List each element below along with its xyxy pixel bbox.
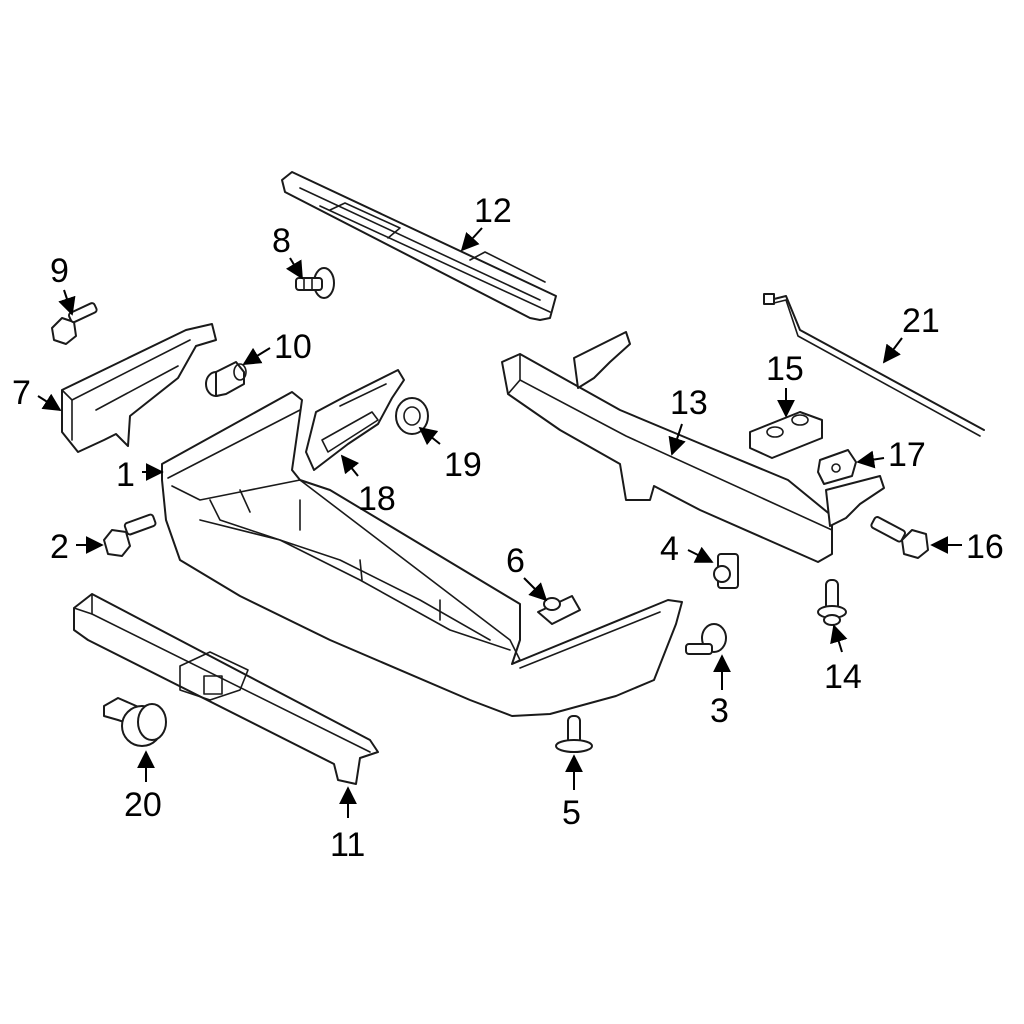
callout-8: 8 xyxy=(272,222,291,260)
callout-19: 19 xyxy=(444,446,482,484)
leader-10 xyxy=(242,347,271,365)
part-4-nut xyxy=(713,553,739,589)
callout-9: 9 xyxy=(50,252,69,290)
leader-13 xyxy=(668,423,686,456)
leader-21 xyxy=(882,337,903,364)
leader-9 xyxy=(58,289,76,316)
part-3-push-pin xyxy=(685,623,727,655)
part-2-bolt xyxy=(103,513,157,557)
leader-8 xyxy=(285,257,303,280)
part-12-step-pad xyxy=(281,171,557,321)
part-15-plate xyxy=(749,411,823,459)
part-9-bolt xyxy=(51,302,98,345)
part-18-bracket xyxy=(305,369,405,471)
callout-20: 20 xyxy=(124,786,162,824)
callout-17: 17 xyxy=(888,436,926,474)
part-6-nut xyxy=(537,595,581,625)
part-19-clip xyxy=(395,397,429,435)
part-20-park-sensor xyxy=(103,697,167,747)
part-8-push-pin xyxy=(295,267,335,299)
leader-18 xyxy=(340,454,360,477)
callout-2: 2 xyxy=(50,528,69,566)
part-7-side-bracket xyxy=(61,323,217,453)
leader-17 xyxy=(856,450,885,469)
callout-13: 13 xyxy=(670,384,708,422)
callout-14: 14 xyxy=(824,658,862,696)
leader-4 xyxy=(687,546,714,563)
callout-16: 16 xyxy=(966,528,1004,566)
part-11-energy-absorber xyxy=(73,593,379,785)
callout-11: 11 xyxy=(330,826,365,864)
callout-labels: 1 2 3 4 5 6 7 8 9 10 11 12 13 14 15 16 1… xyxy=(12,192,1004,864)
callout-10: 10 xyxy=(274,328,312,366)
leader-14 xyxy=(830,624,848,653)
callout-12: 12 xyxy=(474,192,512,230)
callout-5: 5 xyxy=(562,794,581,832)
part-13-reinforcement xyxy=(501,331,885,563)
part-5-push-pin xyxy=(555,715,593,753)
callout-7: 7 xyxy=(12,374,31,412)
part-21-wire-harness xyxy=(763,293,985,437)
part-17-nut xyxy=(817,449,857,485)
leader-6 xyxy=(523,577,548,602)
callout-21: 21 xyxy=(902,302,940,340)
leader-7 xyxy=(37,393,62,411)
callout-6: 6 xyxy=(506,542,525,580)
callout-1: 1 xyxy=(116,456,135,494)
part-16-bolt xyxy=(870,516,929,559)
callout-18: 18 xyxy=(358,480,396,518)
part-10-spacer xyxy=(205,361,247,397)
leader-19 xyxy=(418,426,441,446)
part-1-bumper-cover xyxy=(161,391,683,717)
leader-12 xyxy=(460,227,483,252)
leader-lines xyxy=(37,227,962,818)
part-14-push-pin xyxy=(817,579,847,626)
callout-4: 4 xyxy=(660,530,679,568)
callout-3: 3 xyxy=(710,692,729,730)
callout-15: 15 xyxy=(766,350,804,388)
